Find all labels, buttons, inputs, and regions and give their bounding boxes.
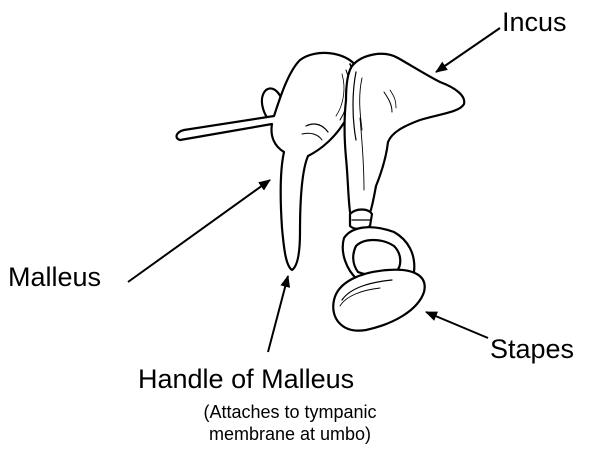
- incus-body: [345, 54, 465, 220]
- incus-label: Incus: [502, 9, 567, 36]
- handle-attachment-note: (Attaches to tympanic membrane at umbo): [170, 401, 410, 445]
- malleus-label: Malleus: [8, 264, 101, 291]
- note-line-2: membrane at umbo): [170, 423, 410, 445]
- handle-of-malleus-label: Handle of Malleus: [138, 366, 354, 393]
- arrow-malleus: [128, 180, 270, 282]
- stapes-head: [350, 210, 372, 230]
- arrow-incus: [436, 28, 500, 72]
- arrow-stapes: [426, 312, 488, 338]
- arrow-handle: [268, 276, 288, 352]
- incus-bone: [345, 54, 465, 220]
- note-line-1: (Attaches to tympanic: [170, 401, 410, 423]
- stapes-label: Stapes: [490, 336, 574, 363]
- stapes-bone: [333, 210, 424, 331]
- malleus-head-and-handle: [177, 53, 359, 270]
- malleus-bone: [177, 53, 359, 270]
- stapes-footplate: [333, 270, 424, 331]
